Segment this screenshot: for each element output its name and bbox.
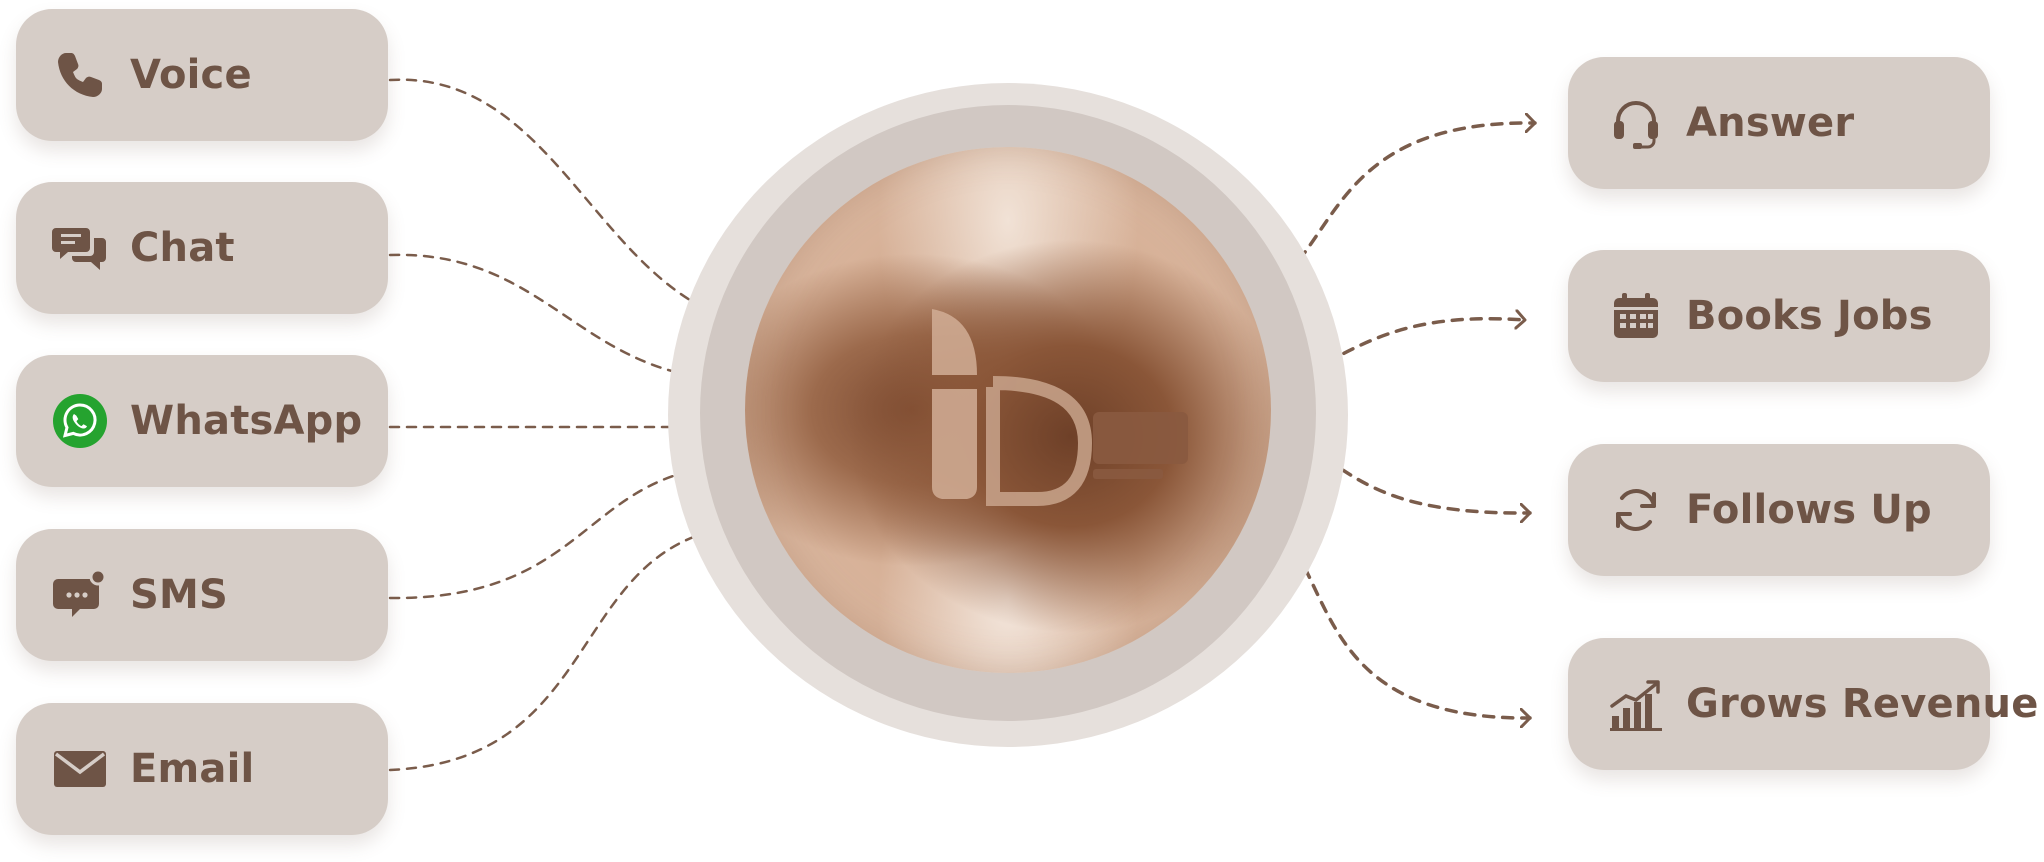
output-label: Books Jobs	[1686, 293, 1933, 339]
whatsapp-icon	[52, 393, 108, 449]
output-label: Follows Up	[1686, 487, 1932, 533]
calendar-icon	[1608, 288, 1664, 344]
input-sms: SMS	[16, 529, 388, 661]
chat-bubbles-icon	[52, 220, 108, 276]
output-label: Grows Revenue	[1686, 681, 2039, 727]
input-label: Email	[130, 746, 255, 792]
output-label: Answer	[1686, 100, 1855, 146]
hub-orb	[745, 147, 1271, 673]
connector-answer	[1253, 123, 1537, 297]
input-chat: Chat	[16, 182, 388, 314]
input-label: Chat	[130, 225, 235, 271]
output-grows-revenue: Grows Revenue	[1568, 638, 2038, 770]
envelope-icon	[52, 741, 108, 797]
growth-chart-icon	[1608, 676, 1664, 732]
refresh-icon	[1608, 482, 1664, 538]
output-answer: Answer	[1568, 57, 1990, 189]
sms-icon	[52, 567, 108, 623]
connector-sms	[388, 463, 757, 600]
headset-icon	[1608, 95, 1664, 151]
input-label: SMS	[130, 572, 229, 618]
input-label: Voice	[130, 52, 252, 98]
input-label: WhatsApp	[130, 398, 363, 444]
connector-chat	[388, 253, 742, 382]
output-follows-up: Follows Up	[1568, 444, 1990, 576]
input-whatsapp: WhatsApp	[16, 355, 388, 487]
output-books-jobs: Books Jobs	[1568, 250, 1990, 382]
input-voice: Voice	[16, 9, 388, 141]
phone-icon	[52, 47, 108, 103]
input-email: Email	[16, 703, 388, 835]
brand-logo	[745, 147, 1271, 673]
